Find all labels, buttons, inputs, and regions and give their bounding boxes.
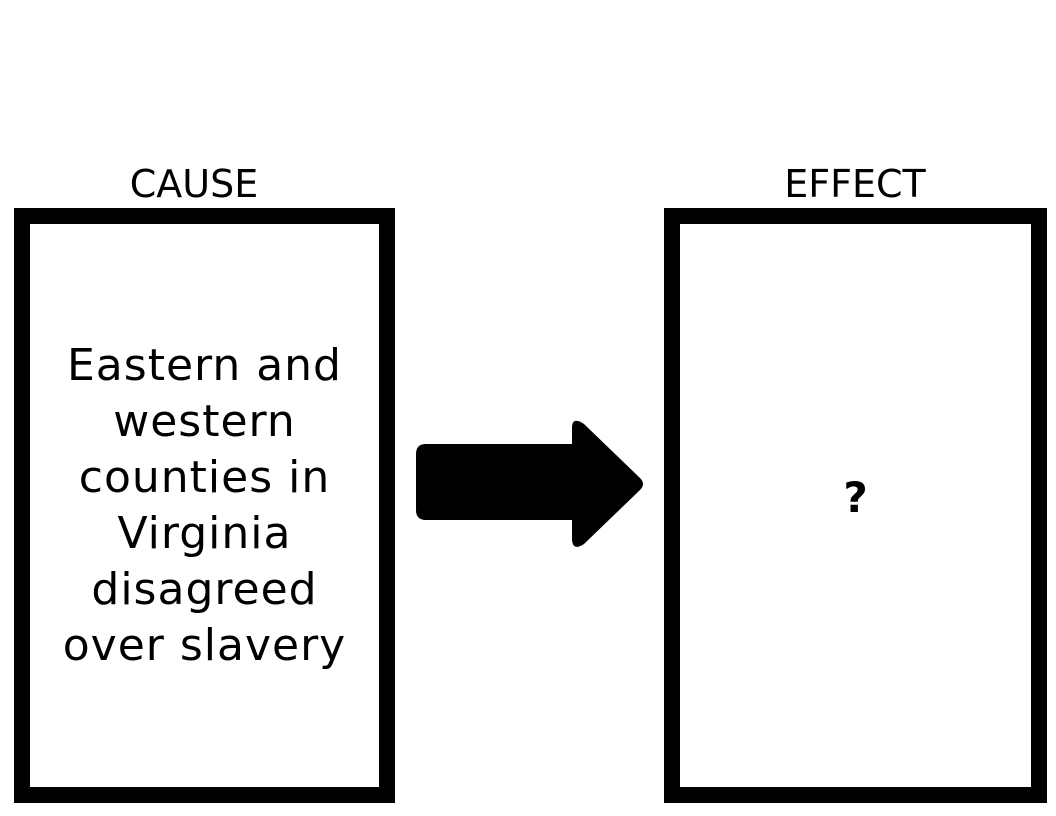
cause-heading: CAUSE — [129, 162, 259, 206]
cause-text: Eastern and western counties in Virginia… — [62, 339, 347, 671]
arrow-shape — [416, 420, 643, 547]
right-arrow-icon — [416, 420, 643, 547]
effect-box: ? — [664, 208, 1047, 803]
effect-text: ? — [843, 472, 868, 522]
effect-heading: EFFECT — [784, 162, 926, 206]
cause-box: Eastern and western counties in Virginia… — [14, 208, 395, 803]
